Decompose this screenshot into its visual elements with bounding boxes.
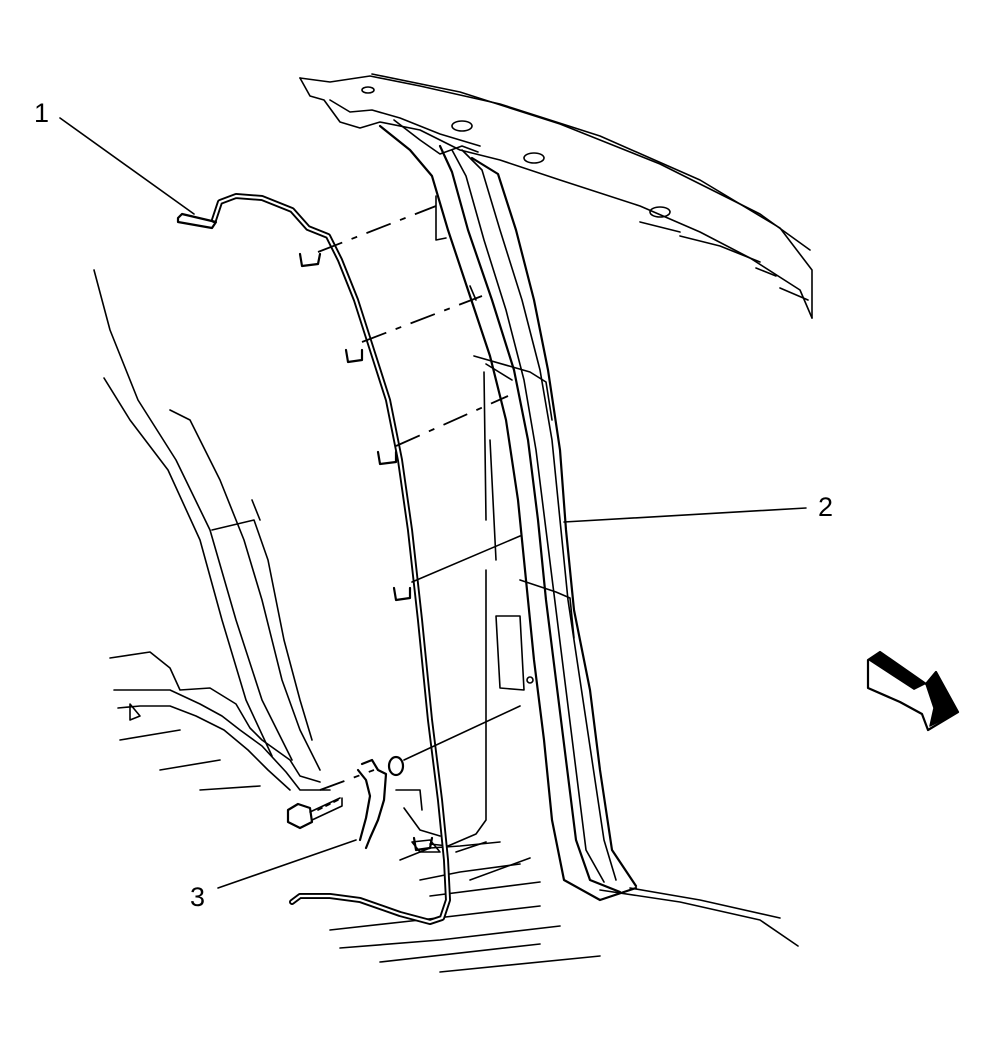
bolt-bracket-item-3 — [286, 755, 405, 850]
front-direction-arrow-icon — [866, 650, 960, 732]
callout-1: 1 — [34, 98, 49, 128]
callout-3: 3 — [190, 882, 205, 912]
leader-line-1 — [59, 117, 195, 215]
b-pillar — [378, 119, 638, 902]
harness-item-1 — [176, 193, 451, 925]
rocker-floor — [329, 789, 799, 973]
callout-2: 2 — [818, 492, 833, 522]
roof-panel — [299, 73, 813, 319]
leader-line-2 — [563, 507, 807, 523]
leader-line-3 — [217, 839, 357, 889]
alignment-lines — [317, 205, 531, 881]
rear-quarter-panel — [93, 269, 331, 791]
